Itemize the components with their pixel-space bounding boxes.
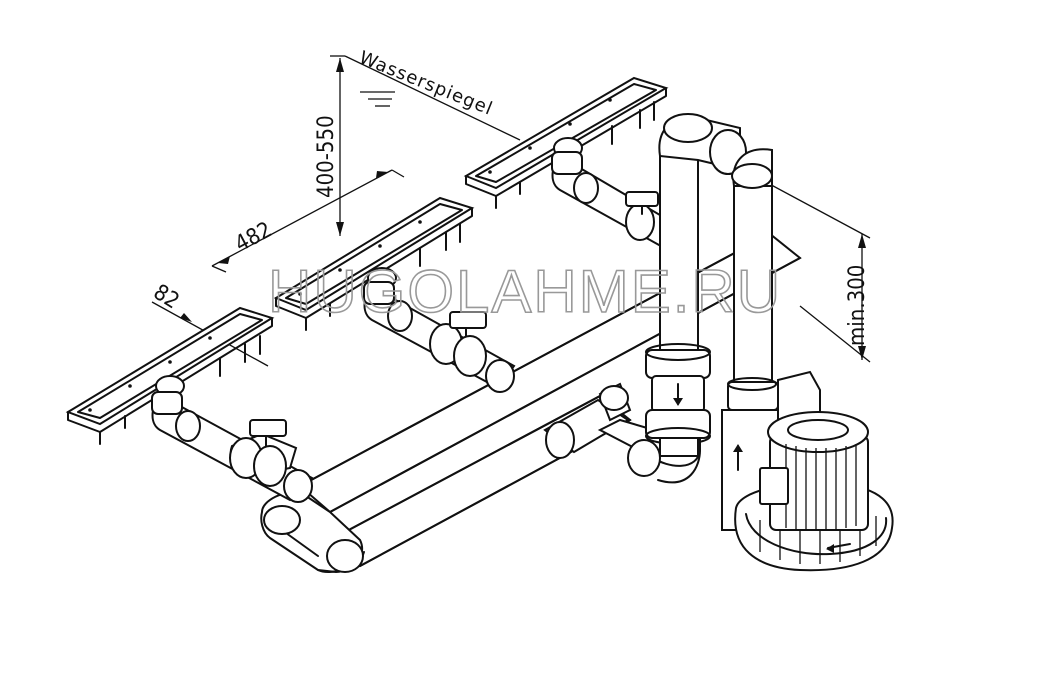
dimension-spacing [211, 169, 405, 273]
watermark: HUGOLAHME.RU [268, 258, 782, 325]
pump-motor [734, 411, 894, 572]
dimension-height-label: 400-550 [314, 115, 339, 198]
branch-left [151, 375, 314, 503]
dimension-height [336, 58, 344, 236]
overflow-channel-right [463, 76, 669, 209]
overflow-channel-left [65, 306, 275, 445]
water-level-label: Wasserspiegel [356, 47, 496, 120]
suction-pipe [645, 113, 747, 457]
dimension-min [761, 179, 871, 363]
overflow-channel-middle [273, 196, 475, 331]
branch-right [551, 137, 684, 252]
pipe-elbow-bottom [260, 490, 365, 574]
dimension-min-label: min.300 [845, 265, 870, 346]
dimension-width-label: 82 [149, 280, 184, 315]
branch-middle [363, 267, 516, 393]
water-level-marker [330, 55, 521, 141]
pipe-tee [543, 382, 632, 459]
pressure-pipe [727, 148, 779, 411]
dimension-spacing-label: 482 [231, 217, 276, 257]
